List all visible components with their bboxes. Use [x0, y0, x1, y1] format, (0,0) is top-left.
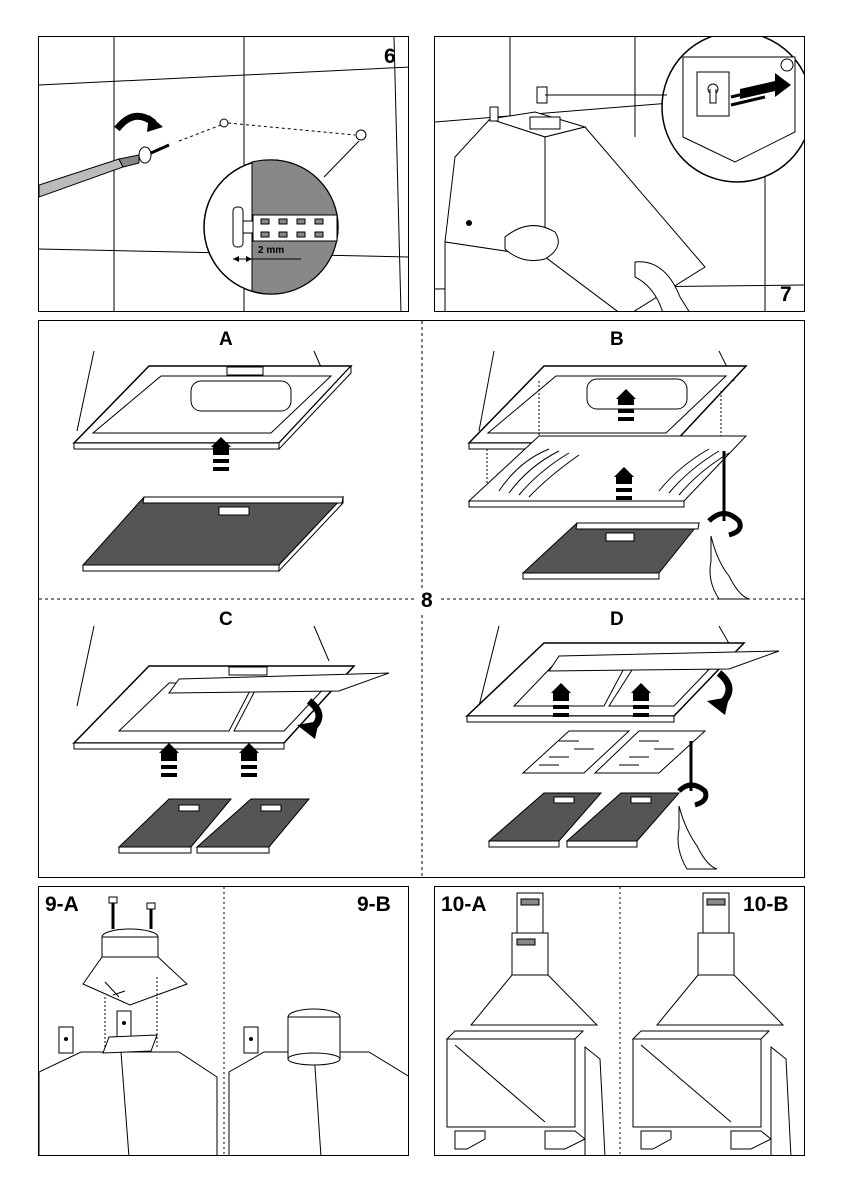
panel-step-7: 7: [434, 36, 805, 312]
diagram-c-label: C: [219, 609, 233, 631]
step-7-number: 7: [780, 283, 792, 307]
step-9-illustration: [39, 887, 409, 1156]
step-6-number: 6: [384, 45, 396, 69]
step-6-illustration: [39, 37, 409, 312]
diagram-c: [74, 626, 389, 853]
diagram-a-label: A: [219, 329, 233, 351]
step-7-illustration: [435, 37, 805, 312]
diagram-b: [469, 351, 749, 599]
step-10a-label: 10-A: [441, 893, 487, 917]
step-10b-label: 10-B: [743, 893, 789, 917]
step-8-number: 8: [415, 589, 439, 613]
diagram-d: [467, 626, 779, 869]
panel-step-9: 9-A 9-B: [38, 886, 409, 1156]
diagram-10a: [447, 893, 605, 1156]
diagram-10b: [633, 893, 791, 1156]
gap-dimension-label: 2 mm: [258, 245, 284, 256]
diagram-9b: [229, 1009, 409, 1156]
diagram-b-label: B: [610, 329, 624, 351]
diagram-a: [74, 351, 351, 571]
diagram-9a: [39, 897, 217, 1156]
panel-step-10: 10-A 10-B: [434, 886, 805, 1156]
diagram-d-label: D: [610, 609, 624, 631]
panel-step-6: 6 2 mm: [38, 36, 409, 312]
step-10-illustration: [435, 887, 805, 1156]
panel-step-8: A B C D 8: [38, 320, 805, 878]
step-9b-label: 9-B: [357, 893, 391, 917]
step-9a-label: 9-A: [45, 893, 79, 917]
